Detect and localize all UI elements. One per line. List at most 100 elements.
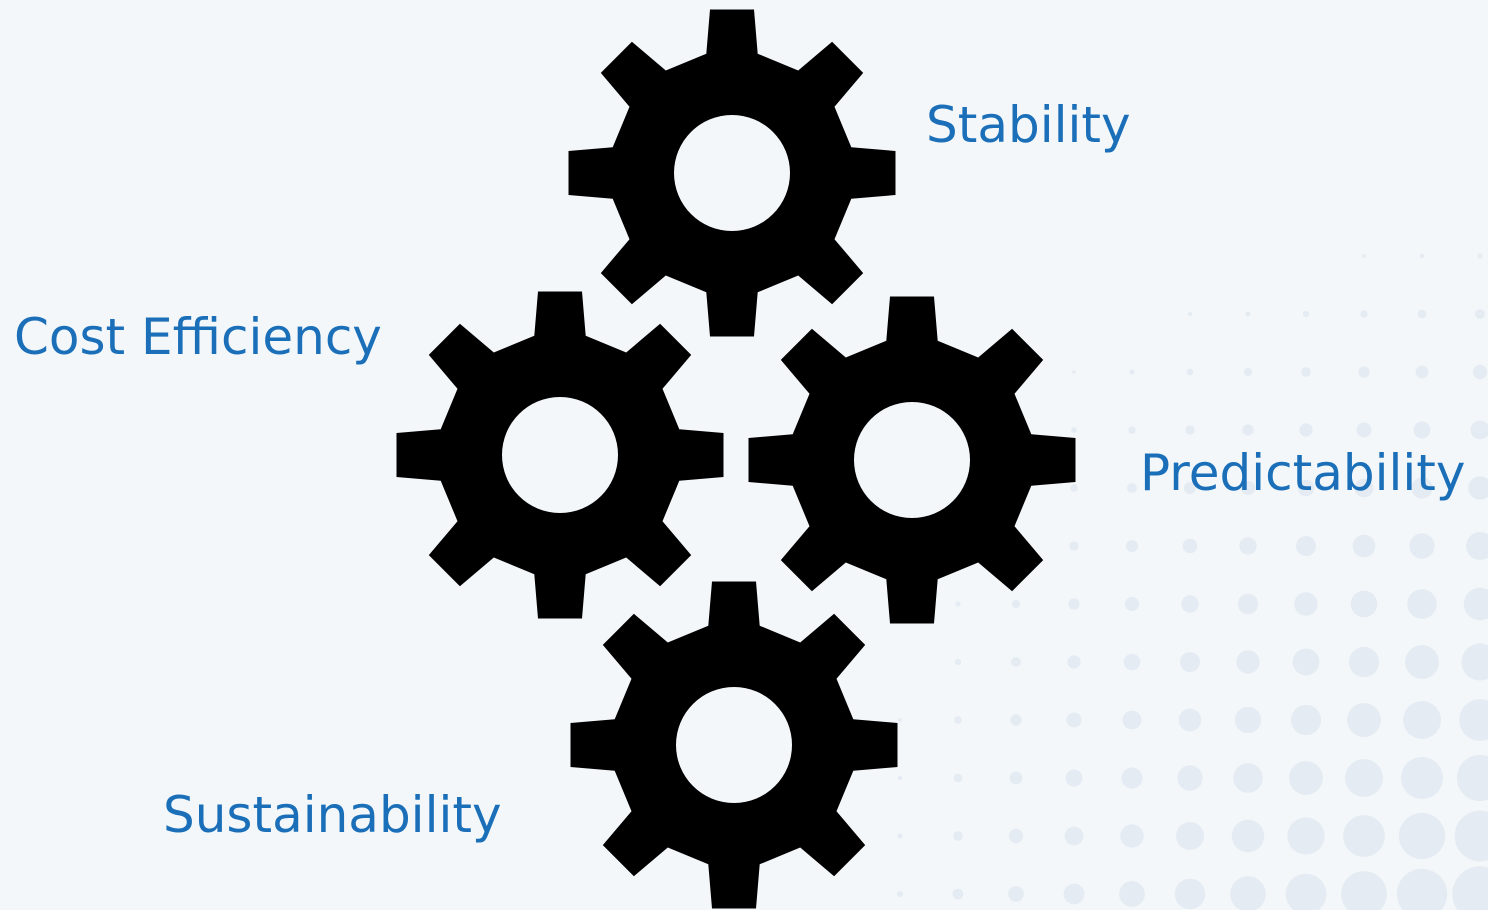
decorative-dot xyxy=(1127,483,1137,493)
decorative-dot xyxy=(954,716,962,724)
decorative-dot xyxy=(1181,595,1199,613)
decorative-dot xyxy=(1178,708,1202,732)
decorative-dot xyxy=(1121,767,1143,789)
decorative-dot xyxy=(1186,368,1194,376)
predictability-label: Predictability xyxy=(1140,444,1466,502)
decorative-dot xyxy=(1234,706,1262,734)
decorative-dot xyxy=(1296,536,1316,556)
decorative-dot xyxy=(1454,810,1488,862)
decorative-dot xyxy=(1010,714,1022,726)
decorative-dot xyxy=(1401,757,1443,799)
sustainability-label: Sustainability xyxy=(163,786,502,844)
decorative-dot xyxy=(955,601,961,607)
decorative-dot xyxy=(1072,370,1076,374)
gear-icon xyxy=(748,296,1076,624)
decorative-dot xyxy=(1362,254,1366,258)
decorative-dot xyxy=(1180,652,1200,672)
decorative-dot xyxy=(897,775,903,781)
decorative-dot xyxy=(1285,873,1327,910)
decorative-dot xyxy=(1240,480,1256,496)
decorative-dot xyxy=(1011,599,1021,609)
decorative-dot xyxy=(1126,540,1138,552)
decorative-dot xyxy=(1475,309,1485,319)
gear-icon xyxy=(568,9,896,337)
decorative-dot xyxy=(1411,477,1433,499)
decorative-dot xyxy=(1347,703,1381,737)
decorative-dot xyxy=(1122,710,1142,730)
decorative-dot xyxy=(897,833,903,839)
decorative-dot xyxy=(1477,253,1483,259)
gear-group xyxy=(396,9,1076,909)
decorative-dot xyxy=(1184,482,1196,494)
decorative-dot xyxy=(1009,771,1023,785)
decorative-dot xyxy=(1356,422,1372,438)
decorative-dot xyxy=(1123,653,1141,671)
decorative-dot xyxy=(1354,478,1374,498)
decorative-dot xyxy=(1008,828,1024,844)
decorative-dot xyxy=(1245,311,1251,317)
decorative-dot xyxy=(953,773,963,783)
decorative-dot xyxy=(1174,878,1206,910)
decorative-dot xyxy=(1128,426,1136,434)
decorative-dot xyxy=(1463,587,1488,621)
decorative-dot xyxy=(897,891,903,897)
decorative-dot xyxy=(1403,701,1441,739)
decorative-dot xyxy=(1396,868,1448,910)
decorative-dot xyxy=(1472,364,1488,380)
decorative-dot xyxy=(1124,596,1140,612)
cost-efficiency-label: Cost Efficiency xyxy=(14,308,382,366)
decorative-dot xyxy=(1177,765,1203,791)
decorative-dot xyxy=(1008,886,1024,902)
decorative-dot xyxy=(1294,592,1318,616)
decorative-dot xyxy=(1066,712,1082,728)
decorative-dot xyxy=(1407,589,1437,619)
decorative-dot xyxy=(1358,366,1370,378)
decorative-dot xyxy=(898,718,902,722)
decorative-dot xyxy=(1185,425,1195,435)
stability-label: Stability xyxy=(926,96,1131,154)
decorative-dot xyxy=(1065,769,1083,787)
decorative-dot xyxy=(1243,367,1253,377)
decorative-dot xyxy=(1341,871,1387,910)
decorative-dot xyxy=(1242,424,1254,436)
decorative-dot xyxy=(1071,427,1077,433)
decorative-dot xyxy=(1348,646,1380,678)
decorative-dot xyxy=(1352,534,1376,558)
decorative-dot xyxy=(1129,369,1135,375)
decorative-dot xyxy=(1452,866,1488,910)
gear-icon xyxy=(396,291,724,619)
decorative-dot xyxy=(1466,532,1488,560)
decorative-dot xyxy=(1468,476,1488,500)
decorative-dot xyxy=(1231,819,1265,853)
decorative-dot xyxy=(1405,645,1439,679)
decorative-dot xyxy=(1302,310,1310,318)
decorative-dot xyxy=(1461,643,1488,681)
decorative-dot xyxy=(1419,253,1425,259)
decorative-dot xyxy=(1415,365,1429,379)
decorative-dot xyxy=(1119,881,1145,907)
decorative-dot xyxy=(1289,761,1323,795)
decorative-dot xyxy=(1068,598,1080,610)
decorative-dot xyxy=(953,831,963,841)
decorative-dot xyxy=(1176,822,1204,850)
decorative-dot xyxy=(1064,826,1084,846)
decorative-dot xyxy=(1287,817,1325,855)
decorative-dot xyxy=(1120,824,1144,848)
decorative-dot xyxy=(1398,812,1446,860)
decorative-dot xyxy=(954,658,962,666)
decorative-dot xyxy=(1360,310,1368,318)
decorative-dot xyxy=(1470,420,1488,440)
decorative-dot xyxy=(1236,650,1260,674)
decorative-dot xyxy=(1299,423,1313,437)
dot-pattern-background xyxy=(897,253,1488,910)
decorative-dot xyxy=(952,888,964,900)
decorative-dot xyxy=(1350,590,1378,618)
decorative-dot xyxy=(1459,699,1488,741)
decorative-dot xyxy=(1343,815,1385,857)
decorative-dot xyxy=(1182,538,1198,554)
decorative-dot xyxy=(1239,537,1257,555)
gear-icon xyxy=(570,581,898,909)
decorative-dot xyxy=(1067,655,1081,669)
decorative-dot xyxy=(1233,763,1263,793)
